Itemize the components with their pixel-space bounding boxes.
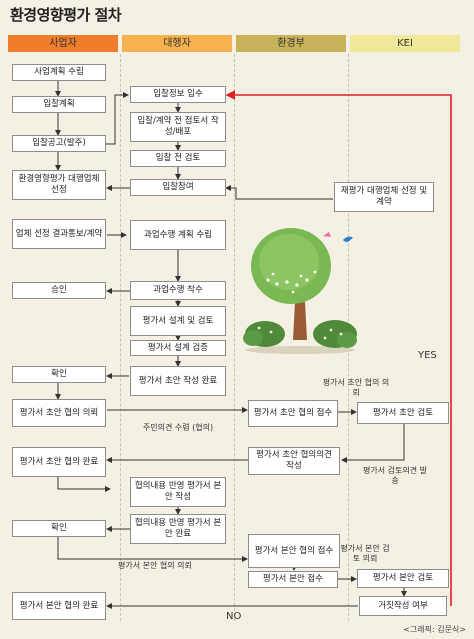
step-draft-request: 평가서 초안 협의 의뢰 [12, 399, 106, 427]
label-yes: YES [418, 350, 437, 361]
step-design-review: 평가서 설계 및 검토 [130, 306, 226, 336]
step-work-start: 과업수행 착수 [130, 281, 226, 300]
tree-illustration [243, 228, 357, 354]
step-draft-written: 평가서 초안 작성 완료 [130, 366, 226, 396]
label-no: NO [226, 611, 242, 622]
step-agency-selection: 환경영향평가 대행업체 선정 [12, 170, 106, 200]
step-bid-notice: 입찰공고(발주) [12, 135, 106, 152]
column-header-kei: KEI [350, 35, 460, 52]
column-header-business: 사업자 [8, 35, 118, 52]
step-kei-draft-review: 평가서 초안 검토 [357, 402, 449, 424]
column-header-agency: 대행자 [122, 35, 232, 52]
step-design-verify: 평가서 설계 검증 [130, 340, 226, 356]
step-work-plan: 과업수행 계획 수립 [130, 220, 226, 250]
column-divider [120, 54, 121, 621]
label-review-send: 평가서 검토의견 발송 [363, 466, 427, 485]
step-pre-bid-review: 입찰 전 검토 [130, 150, 226, 167]
step-bid-plan: 입찰계획 [12, 96, 106, 113]
step-reselect-agency: 재평가 대행업체 선정 및 계약 [334, 182, 434, 212]
label-final-review-request: 평가서 본안 검토 의뢰 [340, 544, 390, 563]
step-kei-final-review: 평가서 본안 검토 [357, 569, 449, 588]
step-business-plan: 사업계획 수립 [12, 64, 106, 81]
label-kei-request: 평가서 초안 협의 의뢰 [322, 378, 390, 397]
step-confirm-final: 확인 [12, 520, 106, 537]
step-final-receipt: 평가서 본안 접수 [248, 571, 338, 588]
label-resident: 주민의견 수렴 (협의) [142, 423, 214, 432]
step-false-check: 거짓작성 여부 [359, 596, 447, 616]
step-final-complete: 평가서 본안 협의 완료 [12, 592, 106, 620]
step-approval: 승인 [12, 282, 106, 299]
step-final-written: 협의내용 반영 평가서 본안 완료 [130, 514, 226, 544]
step-final-writing: 협의내용 반영 평가서 본안 작성 [130, 477, 226, 507]
column-header-ministry: 환경부 [236, 35, 346, 52]
step-draft-opinion: 평가서 초안 협의의견 작성 [248, 447, 340, 475]
label-final-request: 평가서 본안 협의 의뢰 [118, 561, 192, 570]
graphic-credit: <그래픽: 김문식> [403, 625, 466, 634]
step-confirm-draft: 확인 [12, 366, 106, 383]
step-final-receipt-req: 평가서 본안 협의 접수 [248, 534, 340, 568]
step-draft-complete: 평가서 초안 협의 완료 [12, 447, 106, 477]
page-title: 환경영향평가 절차 [10, 6, 122, 24]
step-draft-receipt: 평가서 초안 협의 접수 [248, 400, 338, 427]
step-bid-info: 입찰정보 입수 [130, 86, 226, 103]
step-pre-bid-report: 입찰/계약 전 점토서 작성/배포 [130, 112, 226, 142]
step-bid-participation: 입찰참여 [130, 179, 226, 196]
step-selection-result: 업체 선정 결과통보/계약 [12, 219, 106, 249]
column-divider [234, 54, 235, 621]
